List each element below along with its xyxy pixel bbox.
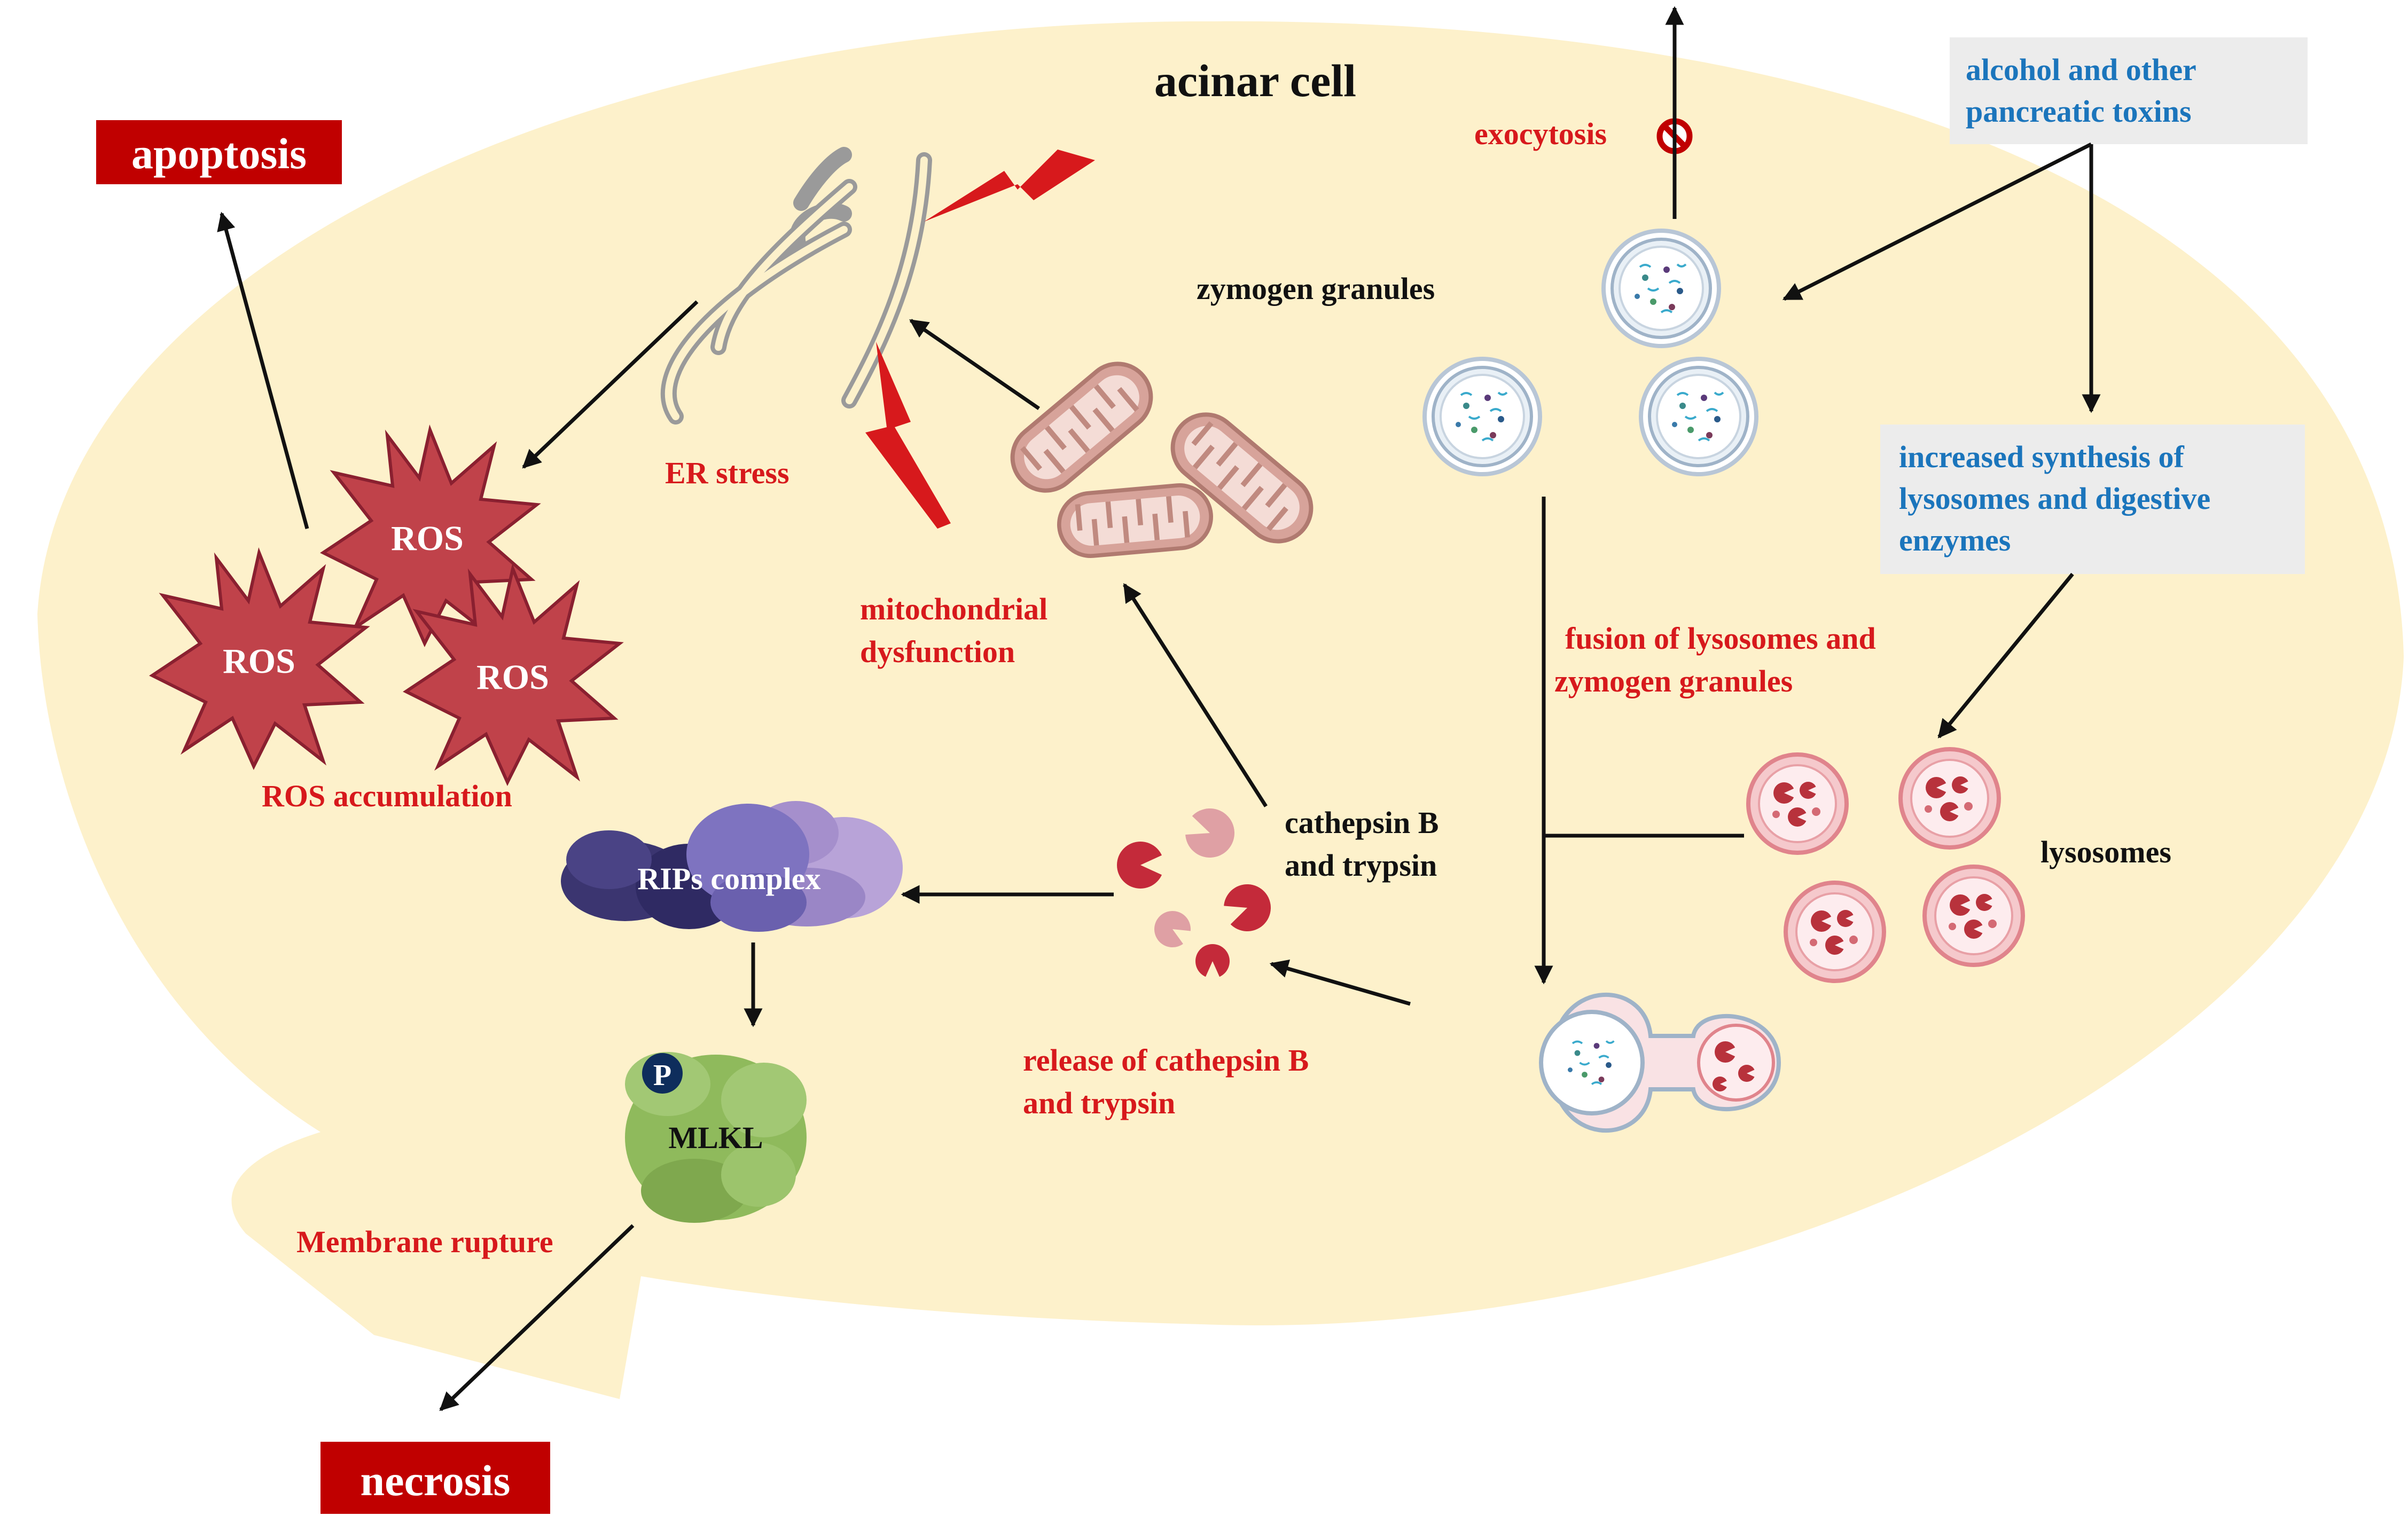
mito-to-er-arrow <box>909 319 1040 410</box>
zymogen-granule <box>1604 231 1719 346</box>
zymogen-granule <box>1425 359 1540 474</box>
enzyme-molecules <box>1117 808 1271 980</box>
membrane-rupture-label: Membrane rupture <box>296 1224 553 1259</box>
release-line2: and trypsin <box>1023 1086 1175 1120</box>
ros-star <box>403 563 624 787</box>
rips-complex-blob <box>561 801 903 932</box>
fused-vesicle <box>1539 992 1781 1133</box>
toxins-box <box>1950 37 2308 144</box>
mlkl-label: MLKL <box>668 1120 763 1155</box>
synthesis-to-lysosomes-arrow <box>1937 572 2074 739</box>
ros-label: ROS <box>476 658 549 697</box>
toxins-line2: pancreatic toxins <box>1966 94 2192 129</box>
necrosis-box <box>320 1442 550 1514</box>
cathepsin-to-mito-arrow <box>1123 583 1268 807</box>
exocytosis-label: exocytosis <box>1474 116 1607 151</box>
fusion-line2: zymogen granules <box>1554 664 1793 698</box>
ros-to-apoptosis-arrow <box>217 211 309 529</box>
toxins-line1: alcohol and other <box>1966 52 2196 87</box>
ros-label: ROS <box>223 642 295 681</box>
mito-line2: dysfunction <box>860 634 1015 669</box>
rupture-to-necrosis-arrow <box>439 1224 635 1411</box>
synthesis-line1: increased synthesis of <box>1899 439 2185 474</box>
mitochondrion <box>1057 483 1214 559</box>
lightning-icon <box>865 342 951 529</box>
synthesis-box <box>1880 425 2305 574</box>
fusion-line1: fusion of lysosomes and <box>1565 621 1876 656</box>
mito-line1: mitochondrial <box>860 592 1047 626</box>
synthesis-line2: lysosomes and digestive <box>1899 481 2210 516</box>
cathepsin-line2: and trypsin <box>1285 848 1437 883</box>
ros-star <box>320 424 541 648</box>
lysosome <box>1925 867 2023 965</box>
cell-title: acinar cell <box>1154 55 1356 106</box>
rips-complex-label: RIPs complex <box>637 861 820 896</box>
er-organelle-inner <box>664 156 928 420</box>
lysosome <box>1901 749 1999 847</box>
ros-accumulation-label: ROS accumulation <box>262 779 512 813</box>
lysosome <box>1748 755 1847 853</box>
ros-label: ROS <box>391 519 464 558</box>
zymogen-granules-label: zymogen granules <box>1197 271 1435 306</box>
lightning-icon <box>924 150 1095 222</box>
phospho-icon <box>642 1053 683 1094</box>
lysosomes-label: lysosomes <box>2040 835 2171 869</box>
apoptosis-label: apoptosis <box>131 129 307 178</box>
acinar-cell-body <box>37 21 2404 1400</box>
lysosome <box>1786 883 1884 981</box>
phospho-label: P <box>653 1059 671 1092</box>
release-arrow <box>1269 959 1411 1006</box>
ros-star <box>149 547 370 771</box>
release-line1: release of cathepsin B <box>1023 1043 1309 1078</box>
apoptosis-box <box>96 120 342 184</box>
necrosis-label: necrosis <box>361 1456 511 1505</box>
cathepsin-line1: cathepsin B <box>1285 805 1438 840</box>
er-to-ros-arrow <box>522 300 699 469</box>
toxins-to-zymogen-arrow <box>1782 142 2092 301</box>
zymogen-granule <box>1641 359 1756 474</box>
er-stress-label: ER stress <box>665 455 789 490</box>
synthesis-line3: enzymes <box>1899 523 2011 557</box>
